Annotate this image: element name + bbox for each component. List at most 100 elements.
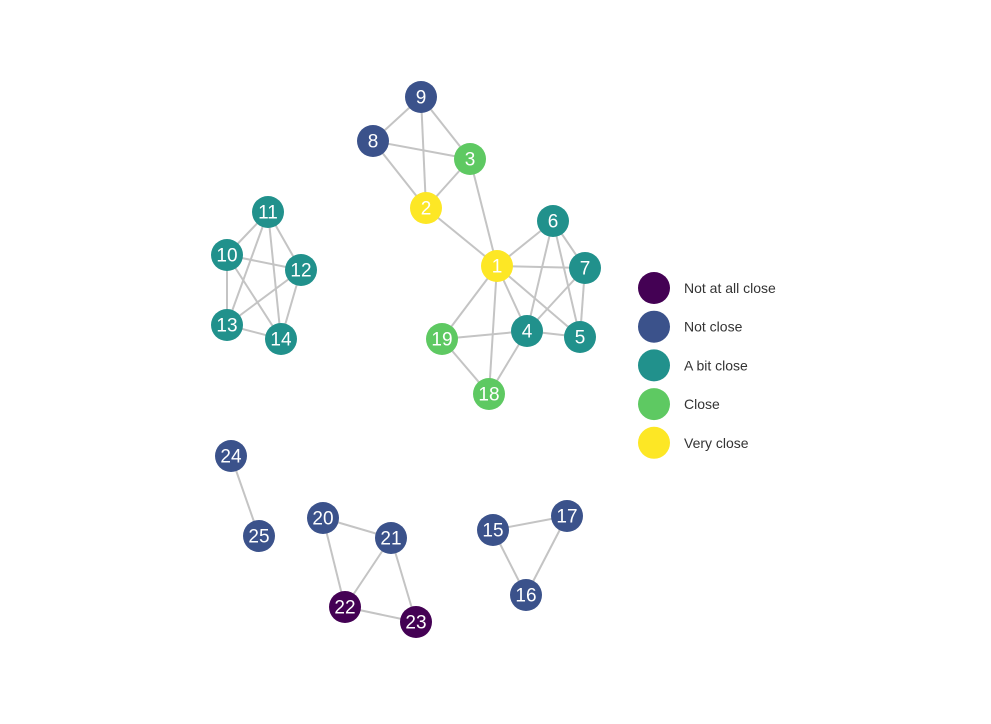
node-label: 6 [548,212,559,233]
edge-11-13 [226,211,269,326]
node-label: 17 [556,507,577,528]
node-23: 23 [400,606,432,638]
node-label: 12 [290,261,311,282]
node-circle [243,520,275,552]
legend-label: Very close [684,435,749,451]
node-circle [481,250,513,282]
node-label: 9 [416,88,427,109]
node-label: 22 [334,598,355,619]
node-label: 23 [405,613,426,634]
node-circle [400,606,432,638]
node-circle [551,500,583,532]
node-circle [510,579,542,611]
node-17: 17 [551,500,583,532]
node-label: 21 [380,529,401,550]
legend-label: Close [684,396,720,412]
node-8: 8 [357,125,389,157]
legend-swatch [638,349,670,382]
edge-1-18 [488,265,498,395]
node-20: 20 [307,502,339,534]
node-12: 12 [285,254,317,286]
node-circle [375,522,407,554]
node-15: 15 [477,514,509,546]
edge-6-5 [552,220,581,338]
node-label: 2 [421,199,432,220]
node-label: 15 [482,521,503,542]
node-3: 3 [454,143,486,175]
node-9: 9 [405,81,437,113]
node-circle [473,378,505,410]
edge-3-1 [469,158,498,267]
node-circle [211,309,243,341]
legend-item: Not close [638,310,743,343]
legend-item: Not at all close [638,272,776,304]
node-circle [329,591,361,623]
node-circle [215,440,247,472]
legend-swatch [638,310,670,343]
node-25: 25 [243,520,275,552]
legend-item: Very close [638,426,749,459]
node-circle [265,323,297,355]
node-5: 5 [564,321,596,353]
node-2: 2 [410,192,442,224]
node-label: 19 [431,330,452,351]
node-label: 20 [312,509,333,530]
edge-8-3 [372,140,471,160]
node-circle [211,239,243,271]
edge-10-14 [226,254,282,340]
node-circle [307,502,339,534]
node-label: 25 [248,527,269,548]
node-circle [569,252,601,284]
node-circle [564,321,596,353]
node-18: 18 [473,378,505,410]
node-24: 24 [215,440,247,472]
node-22: 22 [329,591,361,623]
edge-9-2 [420,96,427,209]
legend-swatch [638,388,670,421]
legend-item: Close [638,388,720,421]
node-circle [405,81,437,113]
node-21: 21 [375,522,407,554]
node-4: 4 [511,315,543,347]
node-circle [537,205,569,237]
node-circle [252,196,284,228]
node-16: 16 [510,579,542,611]
node-6: 6 [537,205,569,237]
edge-11-14 [267,211,282,340]
node-circle [285,254,317,286]
node-14: 14 [265,323,297,355]
node-label: 4 [522,322,533,343]
node-label: 18 [478,385,499,406]
node-label: 24 [220,447,242,468]
node-circle [454,143,486,175]
node-13: 13 [211,309,243,341]
node-circle [410,192,442,224]
node-label: 10 [216,246,237,267]
node-label: 1 [492,257,503,278]
legend-label: A bit close [684,357,748,373]
node-circle [357,125,389,157]
legend-item: A bit close [638,349,748,382]
node-label: 11 [258,203,278,224]
node-label: 5 [575,328,586,349]
node-circle [477,514,509,546]
node-1: 1 [481,250,513,282]
edge-1-5 [496,265,581,338]
node-19: 19 [426,323,458,355]
node-label: 13 [216,316,237,337]
legend-label: Not close [684,319,743,335]
node-10: 10 [211,239,243,271]
node-label: 14 [270,330,292,351]
node-11: 11 [252,196,284,228]
legend-swatch [638,426,670,459]
node-label: 8 [368,132,379,153]
node-label: 7 [580,259,591,280]
legend-label: Not at all close [684,280,776,296]
node-label: 3 [465,150,476,171]
legend-swatch [638,272,670,304]
node-7: 7 [569,252,601,284]
edge-6-4 [526,220,554,332]
